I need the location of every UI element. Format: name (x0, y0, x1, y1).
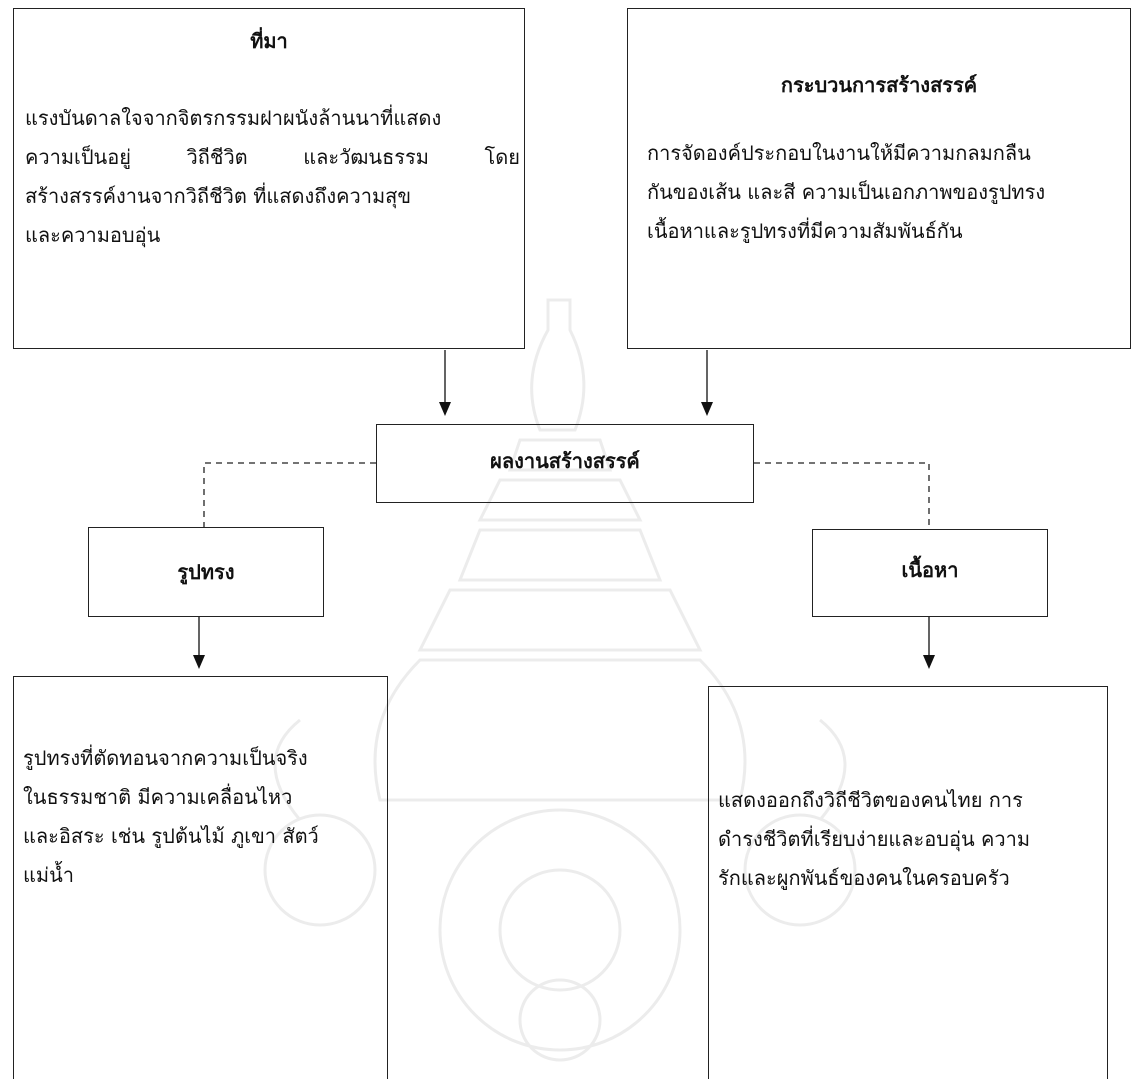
process-line: กันของเส้น และสี ความเป็นเอกภาพของรูปทรง (647, 180, 1046, 204)
source-text: แรงบันดาลใจจากจิตรกรรมฝาผนังล้านนาที่แสด… (25, 99, 520, 255)
source-line: และความอบอุ่น (25, 223, 161, 247)
content-detail-line: ดำรงชีวิตที่เรียบง่ายและอบอุ่น ความ (718, 827, 1031, 851)
source-line: ความเป็นอยู่ วิถีชีวิต และวัฒนธรรม โดย (25, 145, 520, 169)
form-detail-text: รูปทรงที่ตัดทอนจากความเป็นจริง ในธรรมชาต… (23, 739, 383, 895)
form-detail-line: แม่น้ำ (23, 863, 74, 887)
form-detail-line: และอิสระ เช่น รูปต้นไม้ ภูเขา สัตว์ (23, 824, 319, 848)
process-box: กระบวนการสร้างสรรค์ การจัดองค์ประกอบในงา… (627, 8, 1131, 349)
content-detail-text: แสดงออกถึงวิถีชีวิตของคนไทย การ ดำรงชีวิ… (718, 781, 1103, 898)
content-detail-line: รักและผูกพันธ์ของคนในครอบครัว (718, 866, 1010, 890)
process-title: กระบวนการสร้างสรรค์ (780, 73, 978, 97)
form-detail-line: รูปทรงที่ตัดทอนจากความเป็นจริง (23, 746, 308, 770)
form-detail-line: ในธรรมชาติ มีความเคลื่อนไหว (23, 785, 293, 809)
content-detail-box: แสดงออกถึงวิถีชีวิตของคนไทย การ ดำรงชีวิ… (708, 686, 1108, 1079)
content-box: เนื้อหา (812, 529, 1048, 617)
form-title: รูปทรง (177, 560, 235, 584)
form-box: รูปทรง (88, 527, 324, 617)
result-title: ผลงานสร้างสรรค์ (490, 449, 640, 473)
source-line: แรงบันดาลใจจากจิตรกรรมฝาผนังล้านนาที่แสด… (25, 106, 442, 130)
source-line: สร้างสรรค์งานจากวิถีชีวิต ที่แสดงถึงความ… (25, 184, 412, 208)
form-detail-box: รูปทรงที่ตัดทอนจากความเป็นจริง ในธรรมชาต… (13, 676, 388, 1079)
content-detail-line: แสดงออกถึงวิถีชีวิตของคนไทย การ (718, 788, 1023, 812)
process-line: เนื้อหาและรูปทรงที่มีความสัมพันธ์กัน (647, 219, 963, 243)
process-text: การจัดองค์ประกอบในงานให้มีความกลมกลืน กั… (647, 134, 1127, 251)
process-line: การจัดองค์ประกอบในงานให้มีความกลมกลืน (647, 141, 1031, 165)
source-box: ที่มา แรงบันดาลใจจากจิตรกรรมฝาผนังล้านนา… (13, 8, 525, 349)
content-title: เนื้อหา (901, 558, 959, 582)
source-title: ที่มา (250, 29, 288, 53)
result-box: ผลงานสร้างสรรค์ (376, 424, 754, 503)
